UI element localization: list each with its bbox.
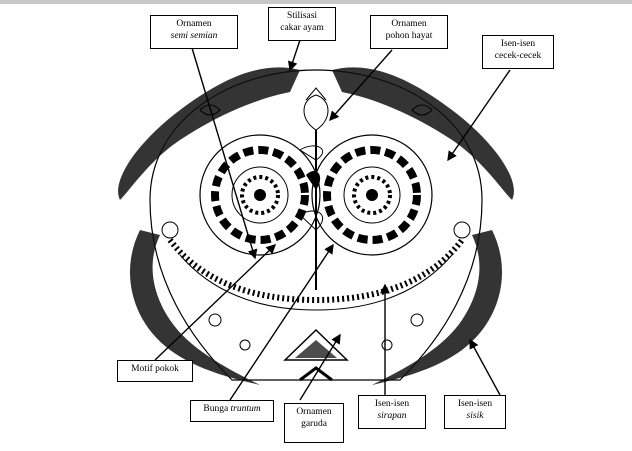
label-ornamen-pohon-hayat: Ornamen pohon hayat: [370, 15, 448, 49]
arrow-stilisasi: [290, 40, 300, 70]
label-isen-sirapan: Isen-isen sirapan: [358, 395, 426, 429]
label-semi-line1: Ornamen: [154, 18, 234, 30]
label-sisik-line2: sisik: [448, 410, 502, 422]
label-ornamen-garuda: Ornamen garuda: [284, 403, 344, 443]
label-sirapan-line1: Isen-isen: [362, 398, 422, 410]
label-isen-cecek: Isen-isen cecek-cecek: [482, 35, 554, 69]
label-pohon-line1: Ornamen: [374, 18, 444, 30]
label-bunga-prefix: Bunga: [203, 404, 230, 414]
label-stilisasi-line1: Stilisasi: [272, 10, 332, 22]
label-cecek-line1: Isen-isen: [486, 38, 550, 50]
label-motif-pokok: Motif pokok: [117, 360, 193, 382]
label-ornamen-semi-semian: Ornamen semi semian: [150, 15, 238, 49]
label-cecek-line2: cecek-cecek: [486, 50, 550, 62]
label-pohon-line2: pohon hayat: [374, 30, 444, 42]
right-flower: [312, 135, 432, 255]
label-motif-line1: Motif pokok: [121, 363, 189, 375]
arrow-bunga-truntum: [230, 245, 333, 400]
label-stilisasi-line2: cakar ayam: [272, 22, 332, 34]
label-isen-sisik: Isen-isen sisik: [444, 395, 506, 429]
label-sisik-line1: Isen-isen: [448, 398, 502, 410]
left-flower: [200, 135, 320, 255]
label-bunga-italic: truntum: [231, 404, 261, 414]
label-garuda-line2: garuda: [288, 418, 340, 430]
label-garuda-line1: Ornamen: [288, 406, 340, 418]
label-bunga-truntum: Bunga truntum: [190, 400, 274, 422]
label-sirapan-line2: sirapan: [362, 410, 422, 422]
label-stilisasi-cakar-ayam: Stilisasi cakar ayam: [268, 7, 336, 41]
arrow-sisik: [470, 340, 500, 395]
label-semi-line2: semi semian: [154, 30, 234, 42]
